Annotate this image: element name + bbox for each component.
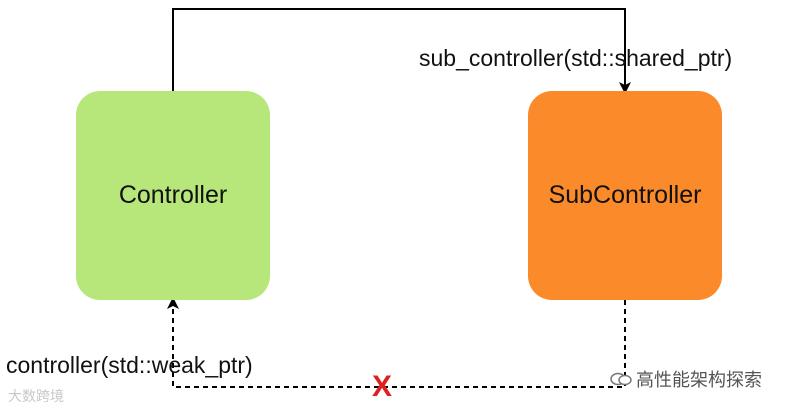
controller-node: Controller [76,91,270,300]
weak-ptr-edge-label: controller(std::weak_ptr) [6,352,253,378]
broken-link-cross-mark: X [372,370,393,403]
subcontroller-node-label: SubController [548,181,702,209]
shared-ptr-edge-label: sub_controller(std::shared_ptr) [419,45,733,71]
subcontroller-node: SubController [528,91,722,300]
watermark-right: 高性能架构探索 [604,366,762,392]
controller-node-label: Controller [118,181,228,209]
watermark-right-text: 高性能架构探索 [636,370,762,390]
shared-ptr-edge [172,8,631,94]
wechat-icon [610,372,632,386]
weak-ptr-edge [167,297,626,388]
watermark-left: 大数跨境 [8,388,64,404]
